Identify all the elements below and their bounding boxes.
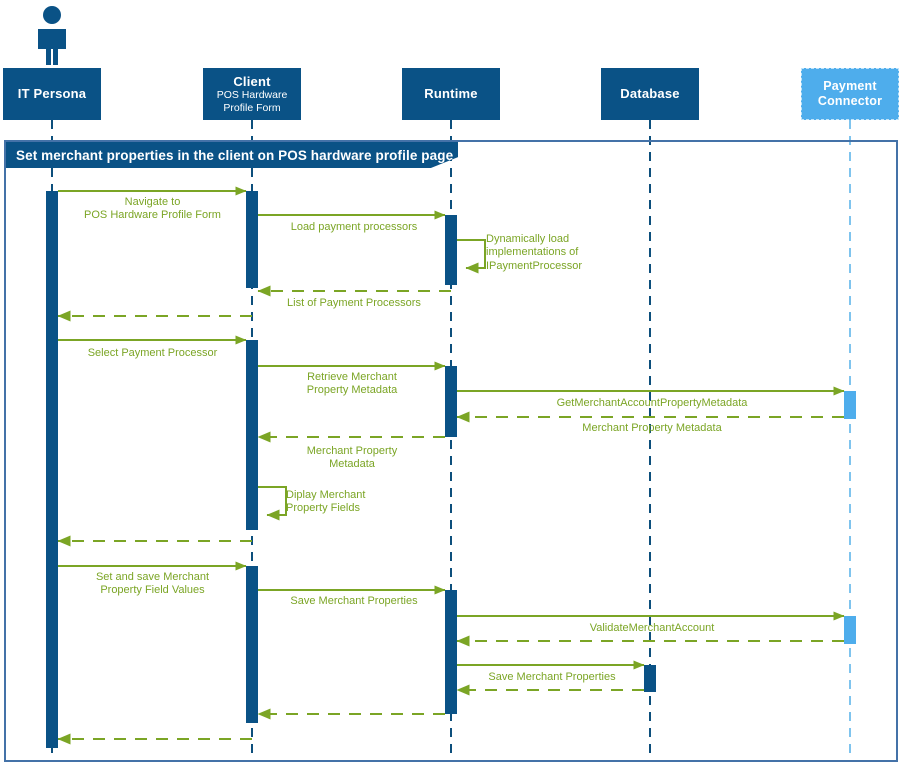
lifeline-title: Payment Connector — [817, 79, 883, 108]
message-label: Merchant Property Metadata — [582, 422, 722, 434]
message-arrows — [57, 186, 845, 745]
message-label: Select Payment Processor — [87, 347, 218, 359]
message-label: Merchant Property Metadata — [306, 445, 398, 471]
lifeline-title: IT Persona — [17, 86, 87, 102]
activation-bar-runtime — [445, 366, 457, 437]
activation-bar-runtime — [445, 215, 457, 285]
message-label: Retrieve Merchant Property Metadata — [306, 371, 398, 397]
frame-label: Set merchant properties in the client on… — [6, 142, 458, 168]
activation-bar-it-persona — [46, 191, 58, 748]
message-label: GetMerchantAccountPropertyMetadata — [556, 397, 748, 409]
activation-bar-database — [644, 665, 656, 692]
message-label: List of Payment Processors — [287, 297, 421, 309]
message-label: ValidateMerchantAccount — [589, 622, 715, 634]
activation-bar-payment-connector — [844, 616, 856, 644]
message-label: Navigate to POS Hardware Profile Form — [84, 196, 221, 222]
activation-bar-client — [246, 191, 258, 288]
lifeline-header-runtime: Runtime — [402, 68, 500, 120]
activation-bar-client — [246, 340, 258, 530]
activation-bar-runtime — [445, 590, 457, 714]
message-label: Save Merchant Properties — [488, 671, 616, 683]
message-label: Load payment processors — [290, 221, 418, 233]
sequence-frame — [4, 140, 898, 762]
person-icon — [26, 4, 78, 71]
self-message-11 — [258, 486, 287, 521]
message-label: Save Merchant Properties — [290, 595, 418, 607]
activation-bar-client — [246, 566, 258, 723]
message-label: Dynamically load implementations of IPay… — [486, 233, 582, 272]
lifeline-subtitle: POS Hardware Profile Form — [216, 89, 288, 114]
lifeline-header-it-persona: IT Persona — [3, 68, 101, 120]
lifeline-title: Client — [233, 73, 271, 89]
message-label: Diplay Merchant Property Fields — [286, 489, 366, 515]
lifeline-header-payment-connector: Payment Connector — [801, 68, 899, 120]
lifeline-title: Database — [620, 86, 680, 102]
self-message-3 — [457, 239, 486, 274]
lifeline-header-database: Database — [601, 68, 699, 120]
message-label: Set and save Merchant Property Field Val… — [95, 571, 210, 597]
lifeline-title: Runtime — [424, 86, 478, 102]
activation-bar-payment-connector — [844, 391, 856, 419]
